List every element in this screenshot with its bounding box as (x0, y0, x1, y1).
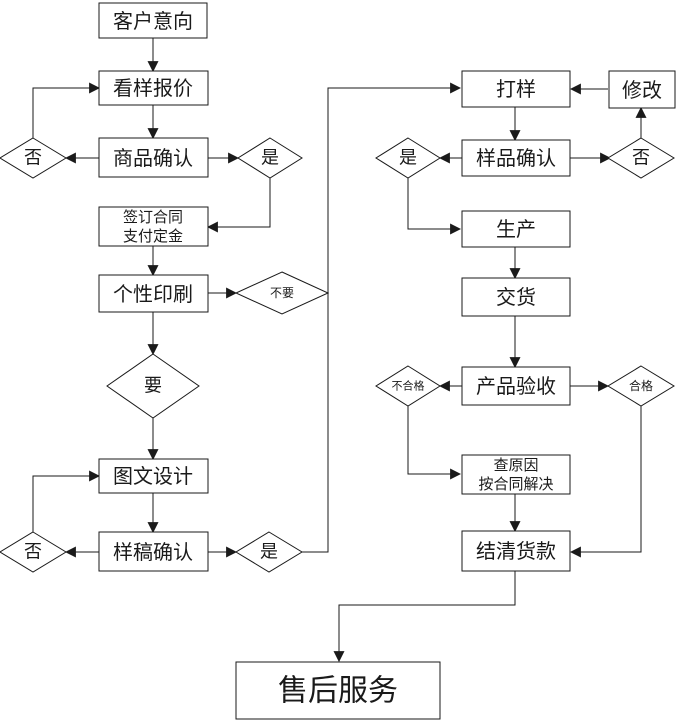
label-revise: 修改 (622, 78, 662, 102)
node-investigate (461, 454, 571, 495)
node-view-sample-quote (98, 70, 209, 106)
label-delivery: 交货 (496, 285, 536, 309)
edge-draft-yes-to-sample (302, 293, 329, 553)
label-draft-confirm: 样稿确认 (113, 540, 193, 564)
decision-draft-confirm-no (0, 531, 67, 573)
label-draft-confirm-no: 否 (24, 542, 42, 563)
label-view-sample-quote: 看样报价 (113, 76, 193, 100)
label-investigate-line2: 按合同解决 (478, 475, 553, 493)
edge-settle-to-after-sales (333, 571, 516, 663)
node-production (461, 210, 571, 248)
label-sign-contract-line2: 支付定金 (123, 227, 183, 245)
label-investigate-line1: 查原因 (493, 456, 538, 474)
label-sample-confirm-yes: 是 (399, 148, 417, 169)
node-after-sales (235, 661, 441, 720)
node-settle-payment (461, 530, 571, 572)
label-after-sales: 售后服务 (278, 674, 398, 709)
label-sign-contract-line1: 签订合同 (123, 208, 183, 226)
label-product-confirm: 商品确认 (113, 146, 193, 170)
edge-yes-to-contract (206, 178, 271, 233)
edge-pass-to-settle (569, 406, 642, 558)
decision-sample-confirm-yes (375, 137, 441, 179)
label-customer-intent: 客户意向 (113, 9, 193, 33)
label-product-inspection: 产品验收 (476, 374, 556, 398)
node-sign-contract (98, 206, 209, 247)
label-settle-payment: 结清货款 (476, 539, 556, 563)
decision-product-confirm-yes (237, 137, 303, 179)
label-inspection-pass: 合格 (629, 378, 653, 393)
node-delivery (461, 277, 571, 317)
label-draft-confirm-yes: 是 (260, 542, 278, 563)
edge-yes-to-production (407, 178, 462, 235)
label-inspection-fail: 不合格 (392, 379, 425, 393)
label-graphic-design: 图文设计 (113, 464, 193, 488)
label-production: 生产 (496, 217, 536, 241)
edge-not-needed-to-sample (327, 82, 462, 293)
label-print-needed: 要 (144, 376, 162, 397)
decision-inspection-pass (607, 365, 675, 407)
node-custom-print (98, 274, 209, 313)
decision-draft-confirm-yes (235, 531, 303, 573)
edge-draft-no-back-to-design (32, 470, 101, 532)
node-customer-intent (98, 2, 208, 39)
label-product-confirm-no: 否 (24, 148, 42, 169)
decision-product-confirm-no (0, 137, 67, 179)
node-sample-making (461, 70, 571, 108)
decision-sample-confirm-no (607, 137, 675, 179)
label-sample-confirm-no: 否 (632, 148, 650, 169)
node-sample-confirm (461, 139, 571, 177)
decision-inspection-fail (375, 365, 441, 407)
label-print-not-needed: 不要 (270, 286, 294, 300)
labels: 客户意向 看样报价 商品确认 否 是 签订合同 支付定金 个性印刷 不要 要 图… (24, 9, 662, 709)
label-custom-print: 个性印刷 (113, 282, 193, 306)
connectors (32, 38, 647, 663)
decision-print-needed (106, 353, 200, 419)
node-draft-confirm (98, 531, 209, 572)
label-product-confirm-yes: 是 (261, 148, 279, 169)
node-product-inspection (461, 366, 571, 406)
node-revise (608, 70, 676, 109)
node-graphic-design (98, 458, 209, 494)
node-product-confirm (98, 137, 209, 178)
label-sample-making: 打样 (496, 77, 536, 101)
label-sample-confirm: 样品确认 (476, 146, 556, 170)
edge-fail-to-investigate (407, 406, 462, 480)
decision-print-not-needed (234, 271, 330, 315)
edge-no-back-to-quote (32, 82, 101, 138)
